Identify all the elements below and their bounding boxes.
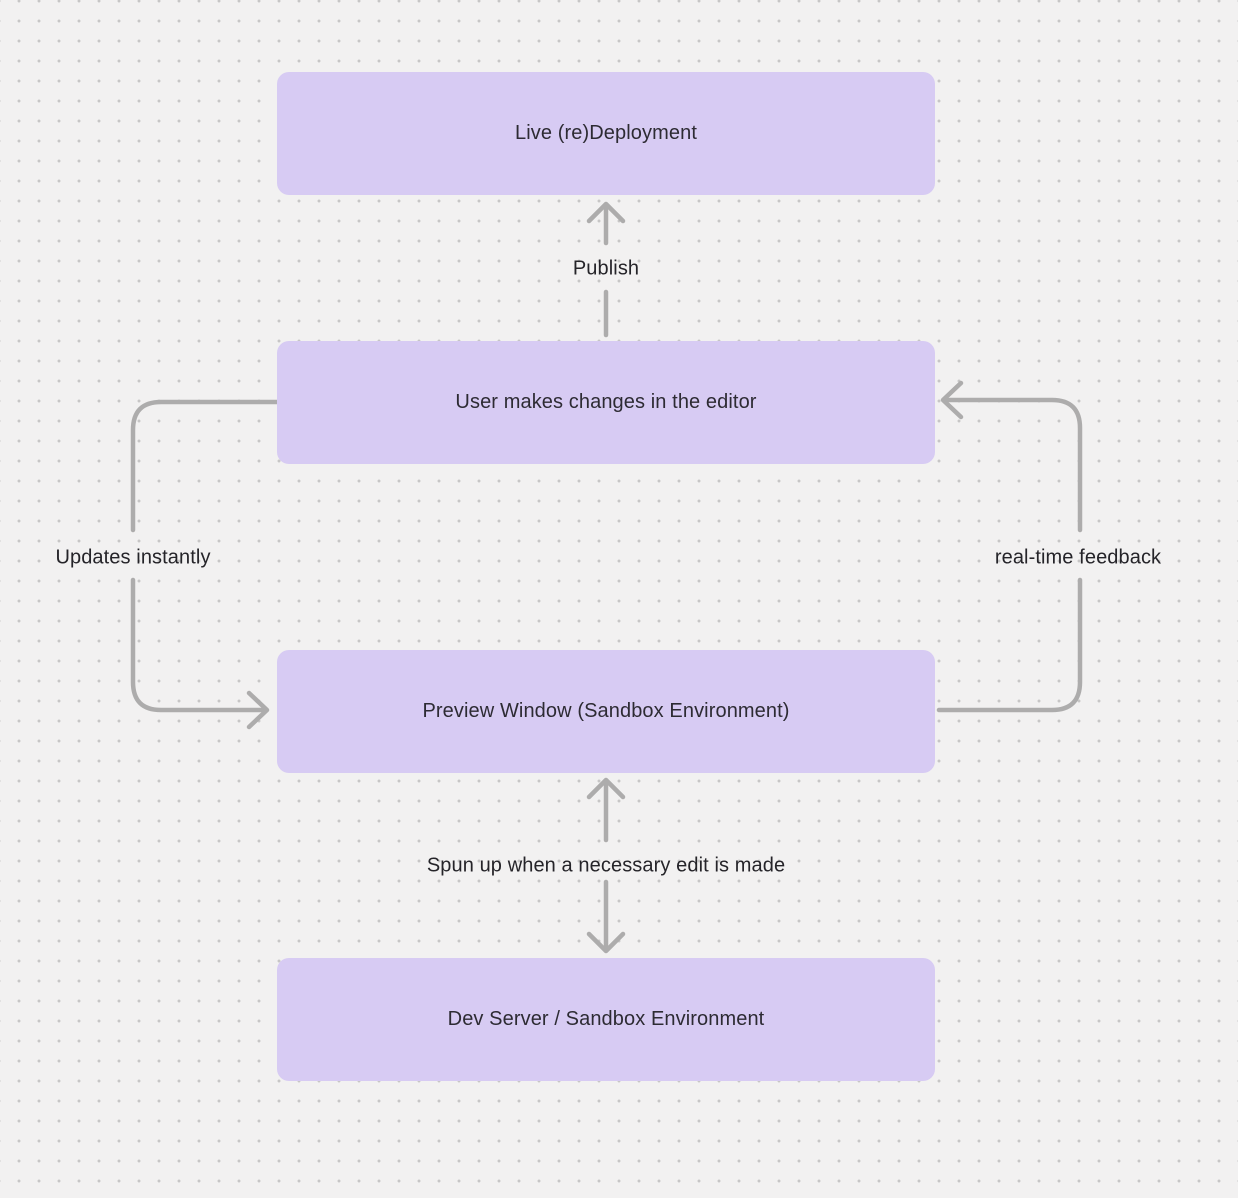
node-live-redeployment: Live (re)Deployment (277, 72, 935, 195)
publish-arrow-up-icon (586, 201, 626, 224)
node-dev-server-label: Dev Server / Sandbox Environment (447, 1008, 765, 1030)
updates-arrow-right-icon (246, 690, 270, 730)
feedback-arrow-left-icon (940, 380, 964, 420)
spunup-arrow-down-icon (586, 931, 626, 954)
node-live-redeployment-label: Live (re)Deployment (515, 122, 697, 144)
node-preview-window: Preview Window (Sandbox Environment) (277, 650, 935, 773)
edge-label-real-time-feedback: real-time feedback (994, 546, 1162, 569)
node-preview-window-label: Preview Window (Sandbox Environment) (422, 700, 790, 722)
node-dev-server: Dev Server / Sandbox Environment (277, 958, 935, 1081)
node-user-changes-label: User makes changes in the editor (455, 391, 757, 413)
edge-feedback-bottom-segment (936, 577, 1083, 713)
edge-label-publish: Publish (572, 257, 640, 280)
node-user-changes: User makes changes in the editor (277, 341, 935, 464)
edge-label-spun-up: Spun up when a necessary edit is made (426, 854, 786, 877)
edge-label-updates-instantly: Updates instantly (55, 546, 211, 569)
edge-updates-top-segment (130, 399, 280, 533)
edge-feedback-top-segment (942, 397, 1083, 533)
spunup-arrow-up-icon (586, 777, 626, 800)
edge-updates-bottom-segment (130, 577, 268, 713)
